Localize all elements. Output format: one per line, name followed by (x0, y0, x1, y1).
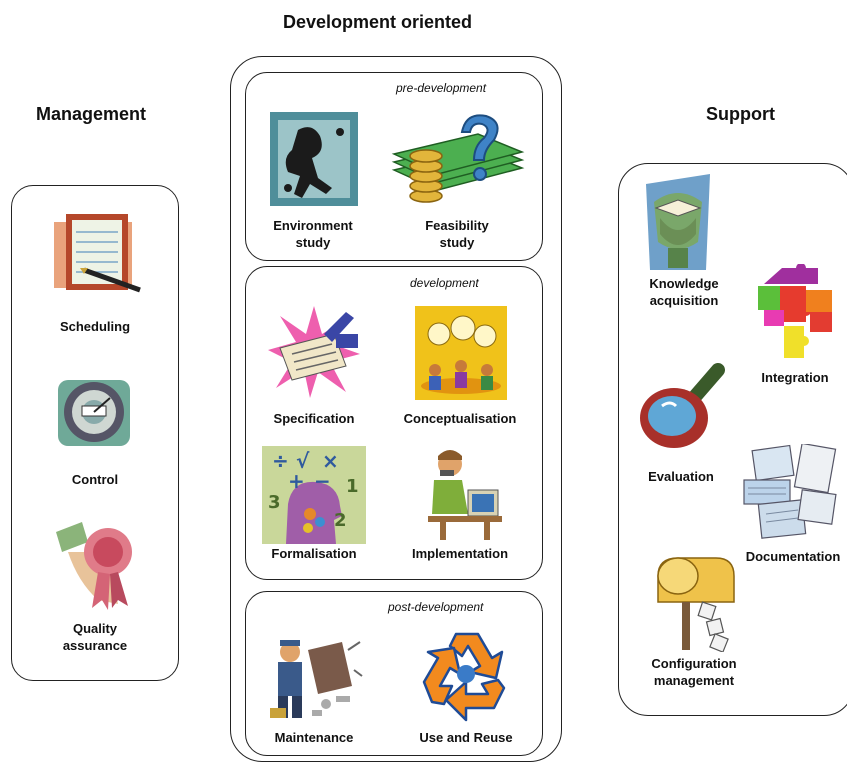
item-label: Quality assurance (62, 621, 128, 653)
support-heading: Support (706, 104, 775, 124)
mailbox-icon (652, 556, 736, 652)
item-label: Implementation (411, 546, 509, 561)
item-conceptualisation: Conceptualisation (393, 306, 527, 428)
item-label: Specification (273, 411, 355, 426)
item-label: Evaluation (648, 469, 714, 484)
award-ribbon-icon (48, 512, 144, 612)
phase-label-post-development: post-development (388, 600, 484, 614)
svg-text:÷: ÷ (272, 449, 289, 473)
item-feasibility-study: Feasibility study (386, 110, 528, 256)
item-environment-study: Environment study (258, 110, 368, 256)
gauge-dial-icon (52, 370, 138, 454)
svg-text:√: √ (296, 449, 310, 473)
signing-document-icon (266, 304, 362, 400)
item-label: Knowledge acquisition (649, 276, 719, 308)
item-quality-assurance: Quality assurance (38, 512, 152, 662)
svg-text:1: 1 (346, 476, 359, 497)
item-label: Integration (761, 370, 829, 385)
item-use-and-reuse: Use and Reuse (400, 626, 532, 748)
item-control: Control (40, 370, 150, 490)
item-implementation: Implementation (398, 446, 522, 566)
item-label: Documentation (745, 549, 841, 564)
magnifier-icon (636, 362, 726, 454)
item-formalisation: ÷ √ × +− 3 1 2 Formalisation (258, 446, 370, 566)
svg-text:×: × (322, 449, 339, 473)
planner-pen-icon (44, 210, 144, 300)
repair-worker-icon (264, 630, 364, 724)
item-label: Use and Reuse (419, 730, 513, 745)
item-configuration-management: Configuration management (638, 556, 750, 696)
item-knowledge-acquisition: Knowledge acquisition (632, 172, 736, 312)
item-label: Formalisation (271, 546, 357, 561)
item-label: Environment study (273, 218, 353, 250)
item-label: Maintenance (274, 730, 354, 745)
svg-text:+: + (288, 469, 305, 493)
svg-text:−: − (314, 469, 331, 493)
environment-figure-icon (268, 110, 360, 210)
item-scheduling: Scheduling (40, 210, 150, 340)
puzzle-pieces-icon (754, 264, 838, 364)
svg-text:2: 2 (334, 510, 347, 531)
item-evaluation: Evaluation (632, 362, 730, 490)
item-documentation: Documentation (736, 444, 847, 570)
reading-head-icon (640, 172, 716, 270)
item-label: Configuration management (651, 656, 737, 688)
recycle-icon (422, 626, 512, 722)
math-head-icon: ÷ √ × +− 3 1 2 (262, 446, 366, 544)
money-question-icon (388, 110, 526, 210)
item-label: Conceptualisation (403, 411, 517, 426)
phase-label-pre-development: pre-development (396, 81, 487, 95)
item-maintenance: Maintenance (258, 630, 370, 748)
development-heading: Development oriented (283, 12, 473, 32)
item-label: Scheduling (59, 319, 131, 334)
lightbulb-meeting-icon (415, 306, 507, 400)
papers-stack-icon (740, 444, 846, 542)
item-specification: Specification (258, 304, 370, 428)
item-label: Feasibility study (425, 218, 489, 250)
phase-label-development: development (410, 276, 479, 290)
programmer-computer-icon (420, 446, 504, 542)
management-heading: Management (36, 104, 147, 124)
svg-text:3: 3 (268, 492, 281, 513)
item-integration: Integration (740, 264, 847, 388)
item-label: Control (71, 472, 119, 487)
